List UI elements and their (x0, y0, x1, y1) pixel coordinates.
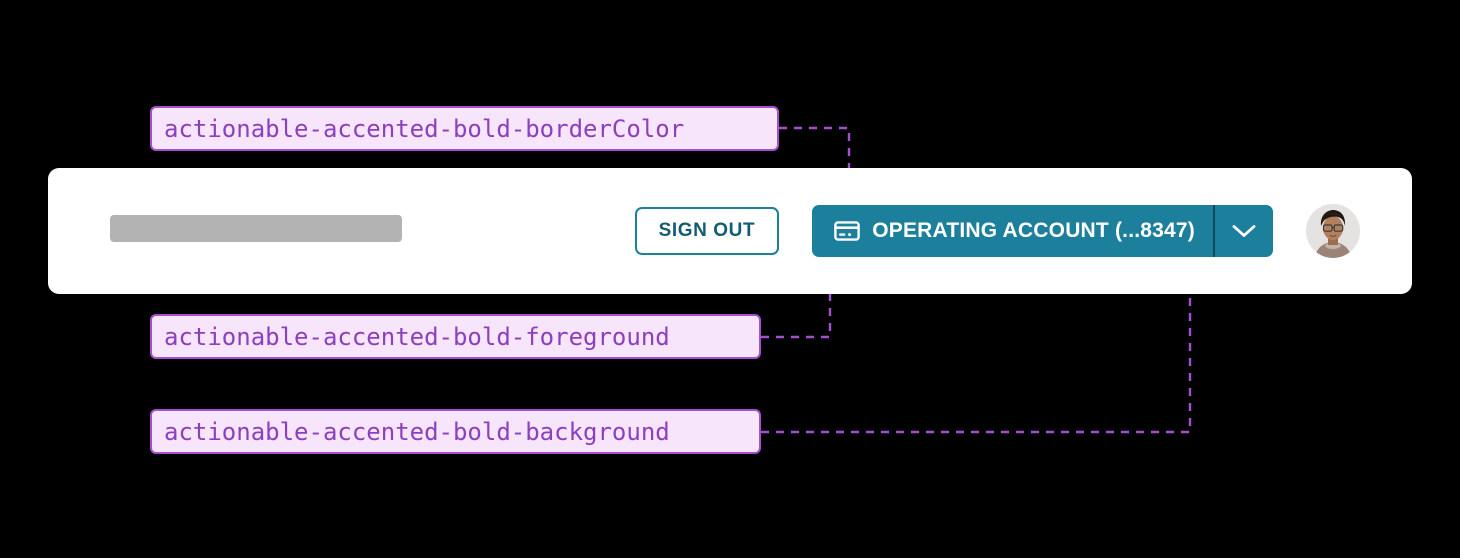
account-selector-divider (1213, 205, 1215, 257)
account-selector-caret[interactable] (1215, 205, 1273, 257)
logo-placeholder (110, 215, 402, 242)
chevron-down-icon (1231, 223, 1257, 239)
account-selector-button[interactable]: OPERATING ACCOUNT (...8347) (812, 205, 1273, 257)
token-chip-bordercolor: actionable-accented-bold-borderColor (150, 106, 779, 151)
app-bar-panel: SIGN OUT OPERATING ACCOUNT (...8347) (48, 168, 1412, 294)
account-selector-main[interactable]: OPERATING ACCOUNT (...8347) (812, 205, 1213, 257)
avatar-image (1306, 204, 1360, 258)
sign-out-button[interactable]: SIGN OUT (634, 207, 780, 255)
app-bar-actions: SIGN OUT OPERATING ACCOUNT (...8347) (634, 168, 1360, 294)
token-chip-background: actionable-accented-bold-background (150, 409, 761, 454)
credit-card-icon (834, 221, 861, 241)
account-selector-label: OPERATING ACCOUNT (...8347) (872, 219, 1195, 242)
token-chip-foreground: actionable-accented-bold-foreground (150, 314, 761, 359)
user-avatar[interactable] (1306, 204, 1360, 258)
